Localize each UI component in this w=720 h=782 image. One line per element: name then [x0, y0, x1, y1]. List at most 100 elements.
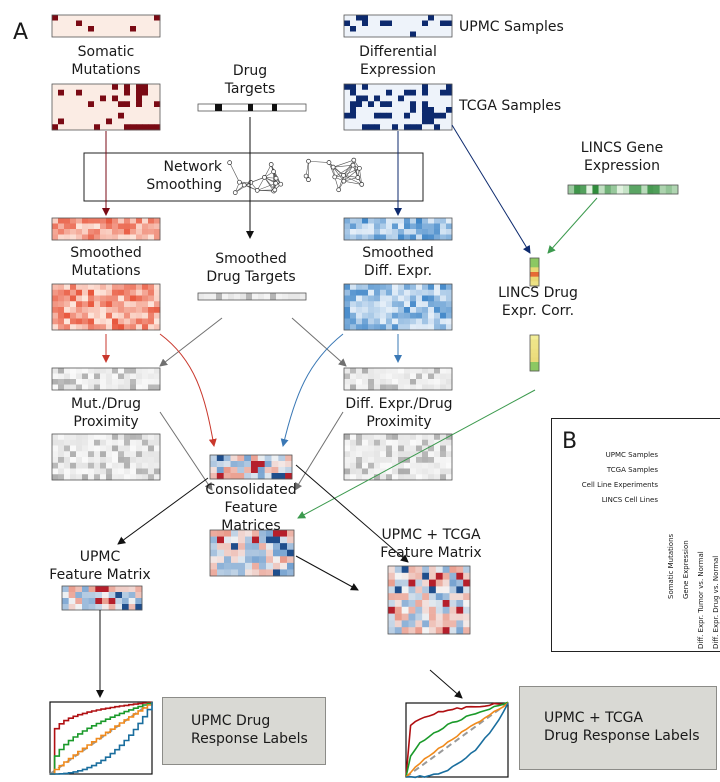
matrix-cell	[350, 284, 357, 291]
matrix-cell	[449, 572, 457, 580]
matrix-cell	[118, 118, 125, 125]
matrix-cell	[273, 530, 281, 537]
matrix-cell	[398, 368, 405, 374]
matrix-cell	[344, 124, 351, 131]
legend-text: UPMC + TCGA Drug Response Labels	[544, 709, 700, 745]
matrix-cell	[88, 307, 95, 314]
matrix-cell	[446, 95, 453, 102]
matrix-cell	[374, 284, 381, 291]
matrix-cell	[70, 462, 77, 469]
roc-curve	[405, 702, 509, 779]
matrix-cell	[112, 373, 119, 380]
matrix-cell	[446, 20, 453, 27]
matrix-cell	[124, 368, 131, 374]
smoothed-target-cell	[222, 293, 229, 300]
matrix-cell	[416, 234, 423, 241]
network-edge	[328, 162, 336, 178]
matrix-cell	[52, 318, 59, 325]
matrix-cell	[416, 384, 423, 391]
matrix-cell	[124, 284, 131, 291]
matrix-cell	[112, 15, 119, 21]
matrix-cell	[665, 185, 673, 195]
matrix-cell	[410, 295, 417, 302]
matrix-cell	[386, 318, 393, 325]
matrix-cell	[434, 118, 441, 125]
matrix-cell	[422, 368, 429, 374]
matrix-cell	[416, 312, 423, 319]
matrix-cell	[428, 234, 435, 241]
matrix-cell	[112, 445, 119, 452]
matrix-cell	[404, 379, 411, 385]
matrix-cell	[148, 89, 155, 96]
matrix-cell	[136, 439, 143, 446]
matrix-cell	[446, 474, 453, 481]
matrix-cell	[344, 26, 351, 32]
matrix-cell	[442, 579, 450, 587]
matrix-cell	[82, 457, 89, 464]
matrix-cell	[154, 295, 161, 302]
matrix-cell	[82, 598, 89, 605]
matrix-cell	[344, 289, 351, 296]
matrix-cell	[362, 289, 369, 296]
matrix-border	[51, 14, 161, 38]
matrix-cell	[58, 324, 65, 331]
matrix-cell	[362, 373, 369, 380]
matrix-cell	[344, 107, 351, 114]
network-edge	[334, 164, 354, 178]
matrix-cell	[112, 457, 119, 464]
matrix-cell	[410, 379, 417, 385]
matrix-cell	[394, 606, 402, 614]
matrix-cell	[70, 307, 77, 314]
matrix-cell	[410, 101, 417, 108]
matrix-cell	[356, 289, 363, 296]
matrix-cell	[154, 229, 161, 235]
network-edge	[343, 177, 358, 182]
matrix-cell	[130, 324, 137, 331]
matrix-cell	[70, 324, 77, 331]
matrix-cell	[64, 379, 71, 385]
matrix-cell	[52, 84, 59, 91]
matrix-cell	[415, 593, 423, 601]
matrix-cell	[434, 124, 441, 131]
matrix-cell	[52, 462, 59, 469]
matrix-cell	[257, 467, 265, 474]
matrix-cell	[118, 89, 125, 96]
matrix-cell	[394, 566, 402, 574]
matrix-cell	[271, 455, 279, 462]
matrix-cell	[154, 457, 161, 464]
matrix-cell	[124, 445, 131, 452]
network-node	[241, 182, 247, 188]
matrix-cell	[398, 223, 405, 230]
matrix-cell	[266, 536, 274, 544]
matrix-cell	[142, 301, 149, 308]
matrix-cell	[154, 289, 161, 296]
network-node	[237, 179, 242, 185]
matrix-cell	[416, 31, 423, 38]
matrix-cell	[350, 118, 357, 125]
matrix-cell	[148, 234, 155, 241]
matrix-cell	[278, 467, 286, 474]
matrix-cell	[392, 318, 399, 325]
matrix-cell	[88, 457, 95, 464]
matrix-cell	[64, 218, 71, 224]
matrix-cell	[410, 89, 417, 96]
matrix-cell	[386, 15, 393, 21]
matrix-cell	[76, 118, 83, 125]
matrix-cell	[392, 445, 399, 452]
matrix-cell	[416, 295, 423, 302]
matrix-cell	[102, 598, 109, 605]
matrix-cell	[136, 234, 143, 241]
matrix-cell	[88, 234, 95, 241]
matrix-cell	[356, 112, 363, 119]
matrix-cell	[362, 457, 369, 464]
matrix-cell	[82, 312, 89, 319]
matrix-cell	[238, 530, 246, 537]
matrix-cell	[392, 474, 399, 481]
matrix-cell	[76, 312, 83, 319]
matrix-cell	[58, 89, 65, 96]
matrix-cell	[356, 379, 363, 385]
mut-drug-proximity-tcga-matrix	[51, 433, 161, 481]
matrix-cell	[106, 112, 113, 119]
matrix-cell	[629, 185, 636, 195]
matrix-cell	[142, 234, 149, 241]
